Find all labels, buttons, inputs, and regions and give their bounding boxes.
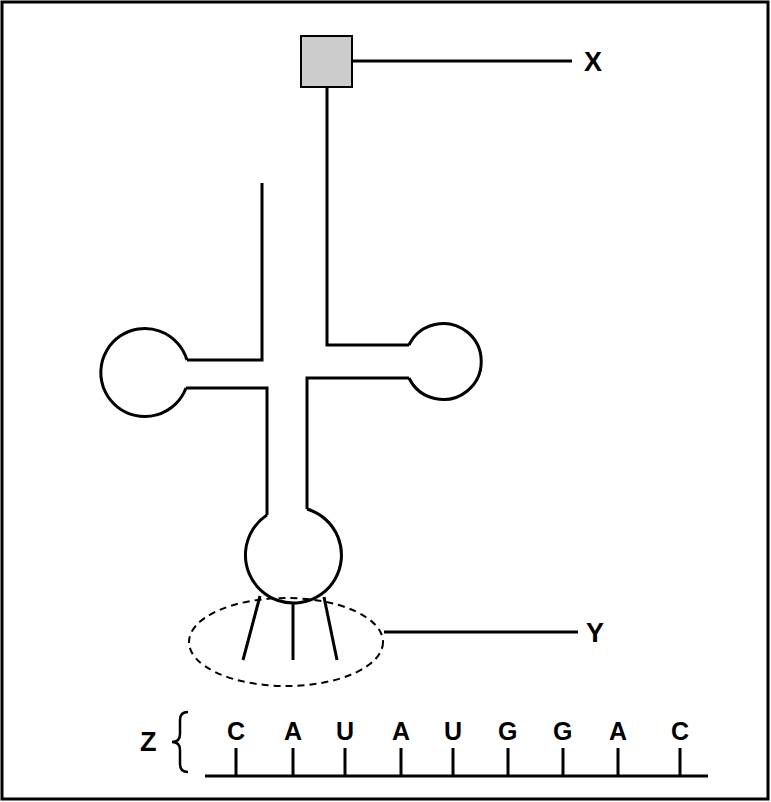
base-letter: G [553,719,572,744]
acceptor-stem-left [187,183,262,360]
base-letter: C [227,719,245,744]
base-letter: U [444,719,462,744]
anticodon-bases [243,596,337,660]
stem-left [186,388,267,515]
base-tick [679,748,682,776]
anticodon-loop [245,509,341,603]
base-letter: A [392,719,410,744]
base-line [324,597,337,660]
base-letter: G [498,719,517,744]
base-tick [292,748,295,776]
base-line [292,603,295,660]
base-tick [507,748,510,776]
part-label: X [584,49,602,76]
base-letter: A [284,719,302,744]
part-label: Y [586,620,604,647]
leader-line [384,631,578,634]
base-letter: C [671,719,689,744]
part-label: Z [140,729,157,756]
bracket [172,712,188,772]
anticodon-ellipse [189,598,383,686]
base-tick [452,748,455,776]
base-tick [400,748,403,776]
trna-outline [101,87,481,603]
left-loop [101,329,187,417]
acceptor-stem-right [327,87,409,345]
base-tick [617,748,620,776]
base-line [243,596,260,660]
base-letter: U [336,719,354,744]
base-tick [562,748,565,776]
amino-acid-square [301,36,352,87]
base-tick [344,748,347,776]
mrna-strand [205,748,708,776]
right-loop [409,323,481,399]
base-letter: A [609,719,627,744]
leader-line [352,60,572,63]
mrna-backbone [205,775,708,778]
stem-right [307,378,409,509]
base-tick [235,748,238,776]
